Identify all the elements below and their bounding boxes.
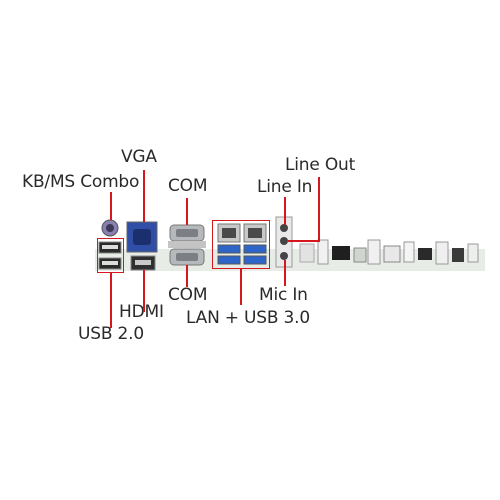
label-mic-in: Mic In — [259, 285, 308, 305]
label-vga: VGA — [121, 147, 157, 167]
label-com-bottom: COM — [168, 285, 208, 305]
label-hdmi: HDMI — [119, 302, 164, 322]
highlight-lan-usb3 — [212, 220, 270, 269]
callout-com-bottom — [186, 265, 188, 287]
callout-lan-usb3 — [240, 269, 242, 305]
ps2-port — [101, 219, 119, 237]
callout-kbms — [110, 192, 112, 220]
label-usb2: USB 2.0 — [78, 324, 144, 344]
label-line-out: Line Out — [285, 155, 356, 175]
callout-line-out-v — [318, 177, 320, 241]
callout-hdmi — [143, 270, 145, 312]
label-kbms-combo: KB/MS Combo — [22, 172, 140, 192]
board-components — [299, 239, 479, 265]
label-line-in: Line In — [257, 177, 313, 197]
com-ports — [168, 224, 206, 266]
usb2-ports — [98, 241, 122, 270]
callout-mic-in — [284, 260, 286, 286]
callout-usb2 — [110, 273, 112, 328]
hdmi-port — [130, 255, 156, 271]
callout-line-in — [284, 197, 286, 225]
vga-port — [126, 221, 158, 253]
callout-line-out-h — [288, 240, 320, 242]
callout-com-top — [186, 198, 188, 225]
label-com-top: COM — [168, 176, 208, 196]
lan-usb3-ports — [217, 223, 267, 265]
callout-vga — [143, 170, 145, 222]
label-lan-usb3: LAN + USB 3.0 — [186, 308, 310, 328]
audio-jacks — [275, 216, 293, 268]
highlight-usb2 — [97, 238, 124, 273]
